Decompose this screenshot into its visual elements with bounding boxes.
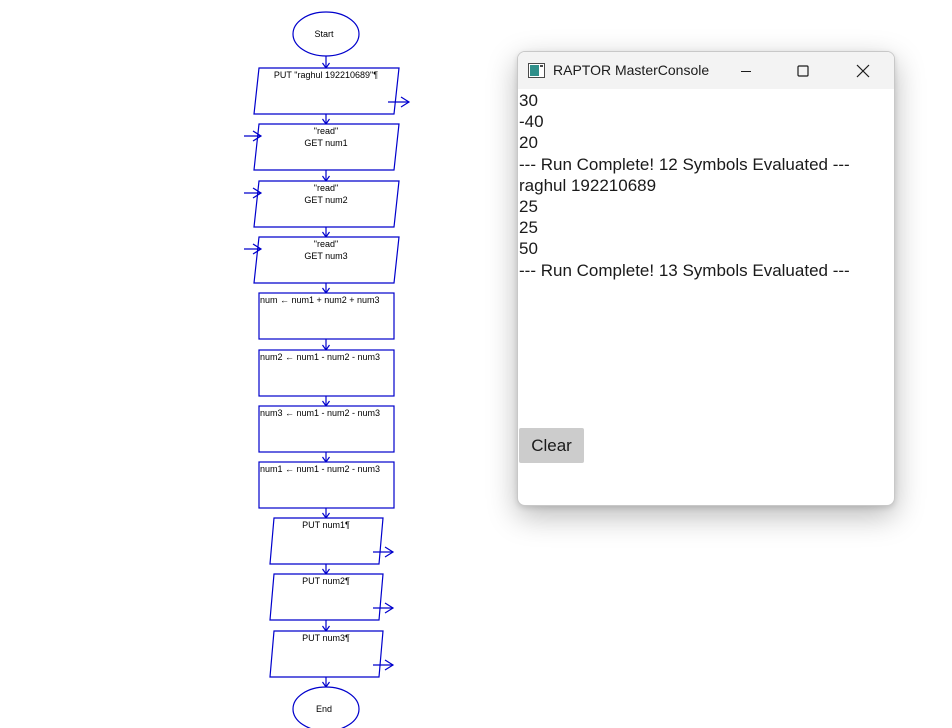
assign-statement: num1 ← num1 - num2 - num3 bbox=[260, 464, 380, 474]
minimize-button[interactable] bbox=[723, 52, 769, 89]
maximize-icon bbox=[797, 64, 809, 77]
input-prompt: "read" bbox=[314, 183, 338, 193]
console-output-line: 30 bbox=[519, 91, 538, 110]
console-output-line: -40 bbox=[519, 112, 544, 132]
step-statement: PUT num1¶ bbox=[302, 520, 350, 530]
flowchart-step-input[interactable]: "read" GET num2 bbox=[253, 180, 400, 228]
console-output-line: 25 bbox=[519, 218, 538, 238]
console-output-line: 20 bbox=[519, 133, 538, 153]
assign-statement: num3 ← num1 - num2 - num3 bbox=[260, 408, 380, 418]
input-statement: GET num3 bbox=[304, 251, 347, 261]
input-statement: GET num2 bbox=[304, 195, 347, 205]
console-title-bar[interactable]: RAPTOR MasterConsole bbox=[518, 52, 894, 89]
flowchart-step-output[interactable]: PUT num3¶ bbox=[269, 630, 384, 678]
io-arrowhead bbox=[384, 546, 395, 558]
io-arrowhead bbox=[252, 243, 263, 255]
input-prompt: "read" bbox=[314, 239, 338, 249]
io-arrowhead bbox=[252, 187, 263, 199]
flowchart-step-output[interactable]: PUT num2¶ bbox=[269, 573, 384, 621]
flowchart-step-output[interactable]: PUT "raghul 192210689"¶ bbox=[253, 67, 400, 115]
flowchart-step-assign[interactable]: num1 ← num1 - num2 - num3 bbox=[258, 461, 395, 509]
close-icon bbox=[856, 64, 870, 77]
maximize-button[interactable] bbox=[780, 52, 826, 89]
console-output-line: --- Run Complete! 13 Symbols Evaluated -… bbox=[519, 260, 850, 280]
end-label: End bbox=[316, 704, 332, 714]
start-label: Start bbox=[314, 29, 334, 39]
step-statement: PUT "raghul 192210689"¶ bbox=[274, 70, 378, 80]
step-statement: PUT num2¶ bbox=[302, 576, 350, 586]
console-output-line: --- Run Complete! 12 Symbols Evaluated -… bbox=[519, 154, 850, 174]
flowchart-step-assign[interactable]: num3 ← num1 - num2 - num3 bbox=[258, 405, 395, 453]
assign-statement: num ← num1 + num2 + num3 bbox=[260, 295, 380, 305]
input-prompt: "read" bbox=[314, 126, 338, 136]
close-button[interactable] bbox=[840, 52, 886, 89]
clear-button[interactable]: Clear bbox=[519, 428, 584, 463]
flowchart-step-output[interactable]: PUT num1¶ bbox=[269, 517, 384, 565]
input-statement: GET num1 bbox=[304, 138, 347, 148]
console-window-title: RAPTOR MasterConsole bbox=[553, 62, 710, 78]
start-terminal[interactable]: Start bbox=[292, 11, 360, 57]
assign-statement: num2 ← num1 - num2 - num3 bbox=[260, 352, 380, 362]
io-arrowhead bbox=[384, 602, 395, 614]
console-output-line: 25 bbox=[519, 196, 538, 216]
end-terminal[interactable]: End bbox=[292, 686, 360, 728]
io-arrowhead bbox=[400, 96, 411, 108]
console-output-line: 50 bbox=[519, 239, 538, 259]
flowchart-step-input[interactable]: "read" GET num3 bbox=[253, 236, 400, 284]
flowchart-step-assign[interactable]: num2 ← num1 - num2 - num3 bbox=[258, 349, 395, 397]
flowchart-step-assign[interactable]: num ← num1 + num2 + num3 bbox=[258, 292, 395, 340]
minimize-icon bbox=[741, 70, 751, 72]
console-output-line: raghul 192210689 bbox=[519, 175, 657, 195]
step-statement: PUT num3¶ bbox=[302, 633, 350, 643]
flowchart-step-input[interactable]: "read" GET num1 bbox=[253, 123, 400, 171]
io-arrowhead bbox=[384, 659, 395, 671]
io-arrowhead bbox=[252, 130, 263, 142]
console-window-icon bbox=[528, 63, 545, 78]
